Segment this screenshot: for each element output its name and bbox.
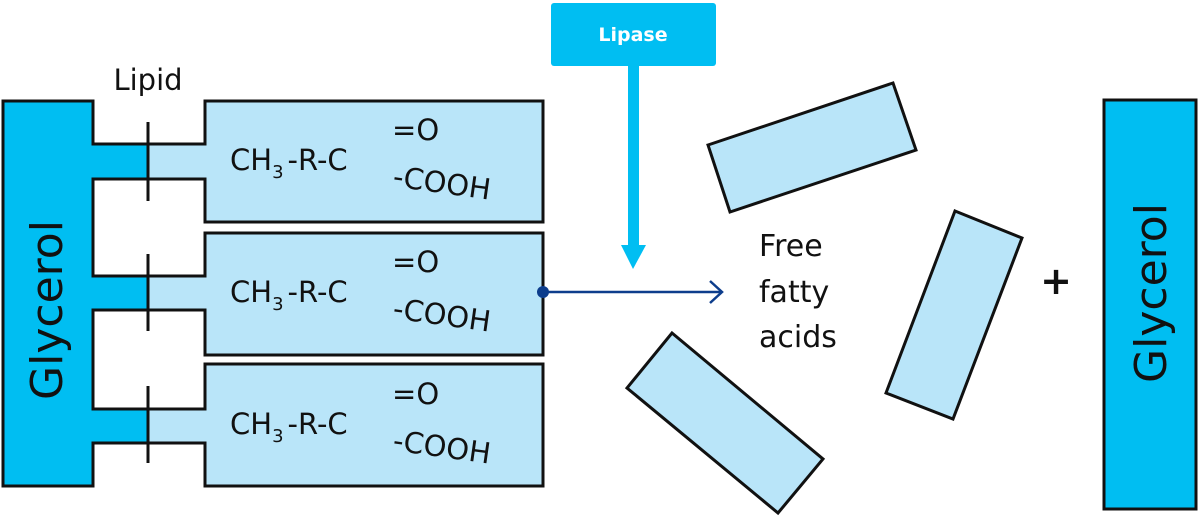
reaction-arrow [537,280,724,304]
glycerol-right-label: Glycerol [1126,203,1177,383]
fatty-acid-box [148,364,543,486]
fatty-acid-row: CH3-R-C =O -COOH [148,362,545,488]
arrow-head-icon [709,280,724,304]
free-fatty-acids-label-line1: Free [759,229,823,264]
fatty-acid-formula: CH3-R-C [230,275,348,315]
glycerol-box [1102,98,1198,511]
plus-sign: + [1040,259,1072,303]
free-fatty-acid-block [706,81,918,214]
lipase-box [551,3,716,66]
free-fatty-acids-label-line2: fatty [759,275,829,310]
double-bond-label: =O [392,245,439,279]
free-fatty-acid-block [884,209,1024,421]
free-fatty-acids-label-line3: acids [759,320,837,355]
fatty-acid-row: CH3-R-C =O -COOH [148,99,545,224]
free-fatty-acids: Free fatty acids [624,81,1024,516]
lipase-arrow-head-icon [621,245,646,269]
free-fatty-acid-block [624,330,826,516]
fatty-acid-formula: CH3-R-C [230,407,348,447]
glycerol-left-label: Glycerol [22,220,73,400]
fatty-acid-row: CH3-R-C =O -COOH [148,231,545,357]
double-bond-label: =O [392,113,439,147]
lipid-label: Lipid [113,63,182,97]
fatty-acid-box [148,101,543,222]
glycerol-product: Glycerol [1102,98,1198,511]
glycerol-backbone-left: Glycerol [1,99,150,488]
fatty-acid-formula: CH3-R-C [230,143,348,183]
lipase-label: Lipase [598,24,667,46]
lipase-enzyme: Lipase [551,3,716,269]
double-bond-label: =O [392,377,439,411]
lipase-arrow-shaft [628,66,639,246]
fatty-acid-box [148,233,543,355]
